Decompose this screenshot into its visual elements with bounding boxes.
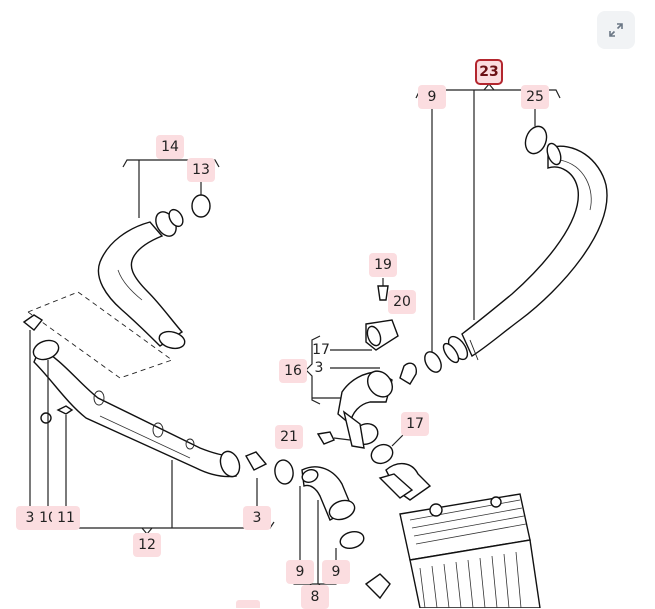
callout-16[interactable]: 16: [279, 359, 307, 383]
bracket-23: [415, 83, 561, 352]
hose-14: [27, 208, 186, 379]
hose-upper-right: [442, 142, 608, 364]
intercooler: [378, 463, 541, 608]
clip-3-bottom: [244, 451, 268, 471]
o-ring-25: [524, 125, 548, 155]
callout-9-bottom-b[interactable]: 9: [322, 560, 350, 584]
bolt-11: [56, 405, 74, 415]
callout-14[interactable]: 14: [156, 135, 184, 159]
o-ring-17: [370, 443, 394, 465]
bolt-21: [316, 431, 335, 445]
o-ring-9-upper: [424, 351, 442, 373]
screw-19: [377, 285, 389, 301]
o-ring-9-lower-a: [274, 459, 294, 485]
callout-17-upper[interactable]: 17: [312, 342, 330, 358]
pipe-12: [32, 339, 241, 478]
o-ring-13: [191, 194, 211, 218]
label-partial-bottom: [236, 600, 260, 608]
callout-19[interactable]: 19: [369, 253, 397, 277]
adapter-16: [337, 362, 418, 449]
callout-17-lower[interactable]: 17: [401, 412, 429, 436]
bolt-10: [40, 412, 52, 424]
callout-9-bottom-a[interactable]: 9: [286, 560, 314, 584]
clip-bottom: [364, 573, 391, 600]
sensor-20-ring: [366, 325, 382, 347]
callout-20[interactable]: 20: [388, 290, 416, 314]
callout-25[interactable]: 25: [521, 85, 549, 109]
clip-3-left: [22, 314, 44, 331]
callout-23[interactable]: 23: [475, 59, 503, 85]
expand-arrows-icon: [609, 23, 623, 37]
callout-3-upper[interactable]: 3: [314, 360, 324, 376]
callout-3-bottom[interactable]: 3: [243, 506, 271, 530]
callout-9-top[interactable]: 9: [418, 85, 446, 109]
expand-button[interactable]: [597, 11, 635, 49]
callout-13[interactable]: 13: [187, 158, 215, 182]
callout-8[interactable]: 8: [301, 585, 329, 609]
callout-21[interactable]: 21: [275, 425, 303, 449]
elbow-8: [301, 466, 356, 521]
o-ring-9-lower-b: [339, 530, 365, 550]
callout-11[interactable]: 11: [52, 506, 80, 530]
callout-12[interactable]: 12: [133, 533, 161, 557]
